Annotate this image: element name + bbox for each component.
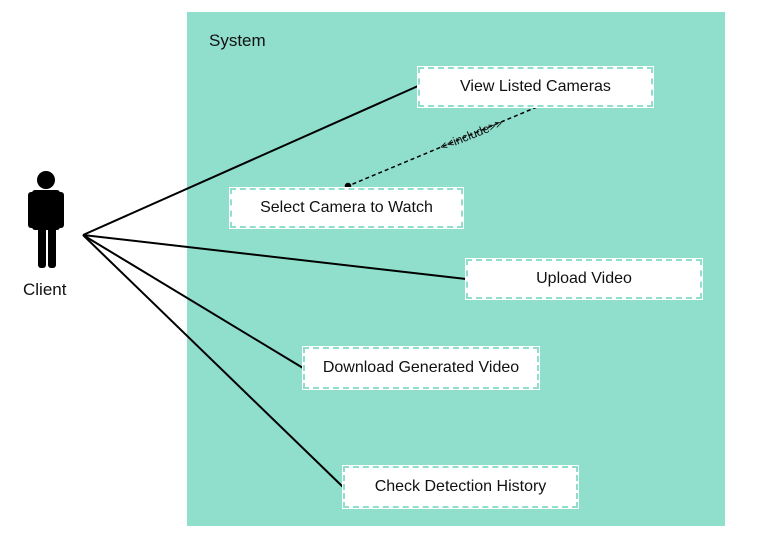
use-case-label: Select Camera to Watch bbox=[260, 199, 433, 216]
association-history bbox=[82, 234, 344, 488]
actor-left-leg bbox=[38, 226, 46, 268]
association-download bbox=[82, 234, 304, 369]
use-case-label: Download Generated Video bbox=[322, 359, 520, 376]
actor-right-arm bbox=[56, 192, 64, 228]
actor-right-leg bbox=[48, 226, 56, 268]
actor-icon[interactable] bbox=[28, 171, 64, 268]
use-case-upload-video[interactable]: Upload Video bbox=[466, 259, 702, 299]
use-case-label: Upload Video bbox=[536, 270, 632, 287]
use-case-select-camera-to-watch[interactable]: Select Camera to Watch bbox=[230, 188, 463, 228]
use-case-label: Check Detection History bbox=[374, 478, 547, 495]
actor-head bbox=[37, 171, 55, 189]
include-label: <<include>> bbox=[438, 116, 504, 154]
use-case-view-listed-cameras[interactable]: View Listed Cameras bbox=[418, 67, 653, 107]
system-label: System bbox=[209, 31, 266, 50]
association-upload bbox=[82, 234, 467, 280]
actor-torso bbox=[32, 190, 60, 230]
association-view bbox=[82, 85, 419, 236]
use-case-label: View Listed Cameras bbox=[460, 78, 611, 95]
include-arrow bbox=[344, 106, 538, 190]
actor-label: Client bbox=[23, 280, 67, 299]
actor-left-arm bbox=[28, 192, 36, 228]
use-case-check-detection-history[interactable]: Check Detection History bbox=[343, 466, 578, 508]
use-case-download-generated-video[interactable]: Download Generated Video bbox=[303, 347, 539, 389]
